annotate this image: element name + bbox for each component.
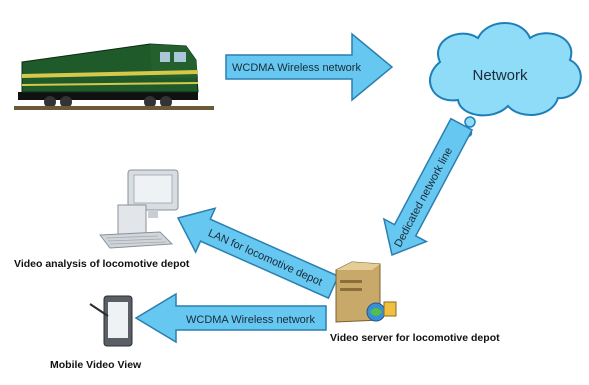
mobile-device-icon bbox=[89, 295, 133, 347]
computer-icon bbox=[99, 169, 179, 249]
link-network-to-server: Dedicated network line bbox=[382, 117, 474, 257]
link-label-server-mobile: WCDMA Wireless network bbox=[186, 314, 315, 326]
link-server-to-mobile: WCDMA Wireless network bbox=[134, 292, 327, 344]
video-server-caption: Video server for locomotive depot bbox=[330, 332, 500, 344]
link-server-to-pc: LAN for locomotive depot bbox=[176, 207, 340, 300]
link-label-loco-network: WCDMA Wireless network bbox=[232, 62, 361, 74]
network-label: Network bbox=[472, 67, 528, 84]
link-loco-to-network: WCDMA Wireless network bbox=[225, 32, 394, 102]
link-label-network-server: Dedicated network line bbox=[392, 146, 455, 250]
depot-pc-caption: Video analysis of locomotive depot bbox=[14, 258, 190, 270]
link-label-server-pc: LAN for locomotive depot bbox=[206, 227, 324, 288]
server-icon bbox=[335, 261, 397, 323]
locomotive-icon bbox=[14, 43, 214, 110]
mobile-caption: Mobile Video View bbox=[50, 359, 142, 371]
cloud-icon: Network bbox=[429, 22, 582, 138]
